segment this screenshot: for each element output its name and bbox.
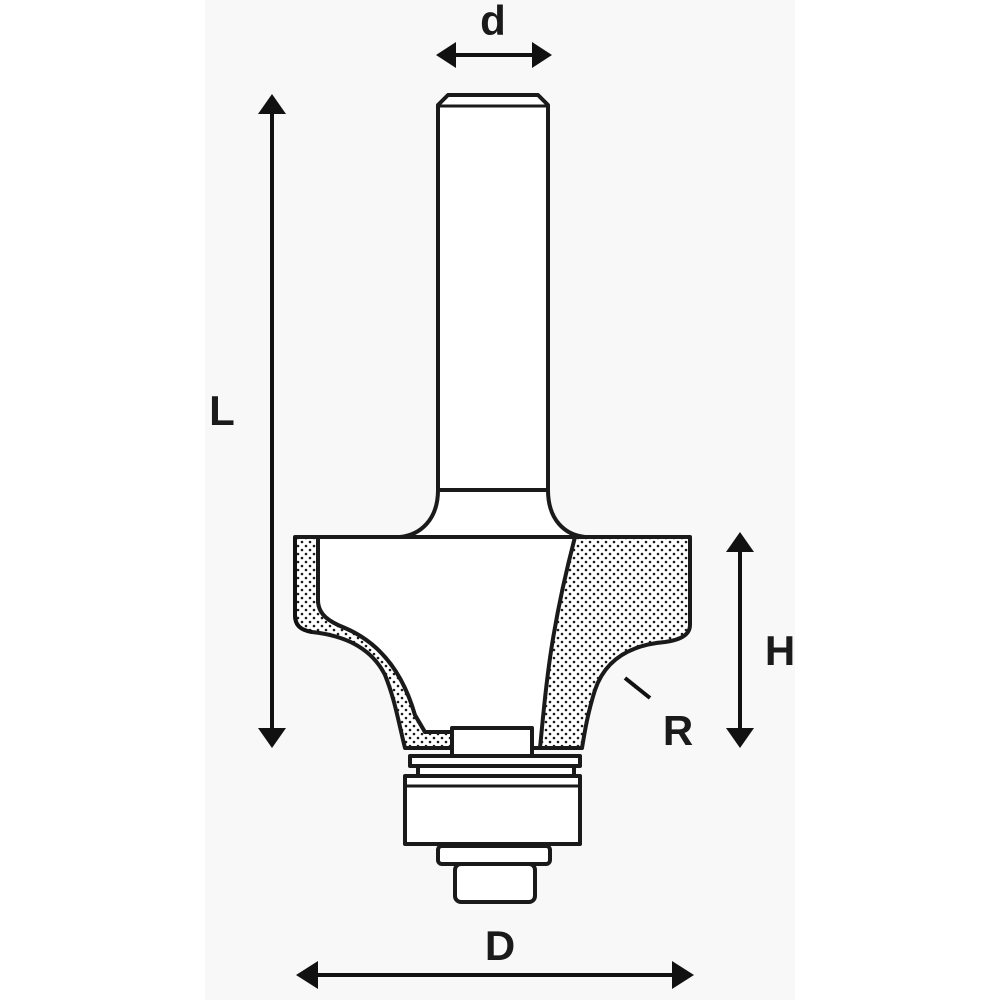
dimension-L [258,94,286,748]
guide-bearing [403,774,582,846]
right-cutting-insert [538,535,692,750]
label-D: D [485,922,515,969]
label-L: L [209,387,235,434]
radius-leader-line [623,676,652,700]
shank [436,93,550,497]
dimension-d [436,42,552,68]
dimension-H [726,532,754,748]
label-d: d [480,0,506,44]
cutter-body [293,535,692,750]
label-H: H [765,627,795,674]
dimension-D [296,961,694,989]
retaining-screw [453,862,537,904]
bearing-washer [436,844,552,866]
label-R: R [663,707,693,754]
pilot-shaft [450,726,534,758]
